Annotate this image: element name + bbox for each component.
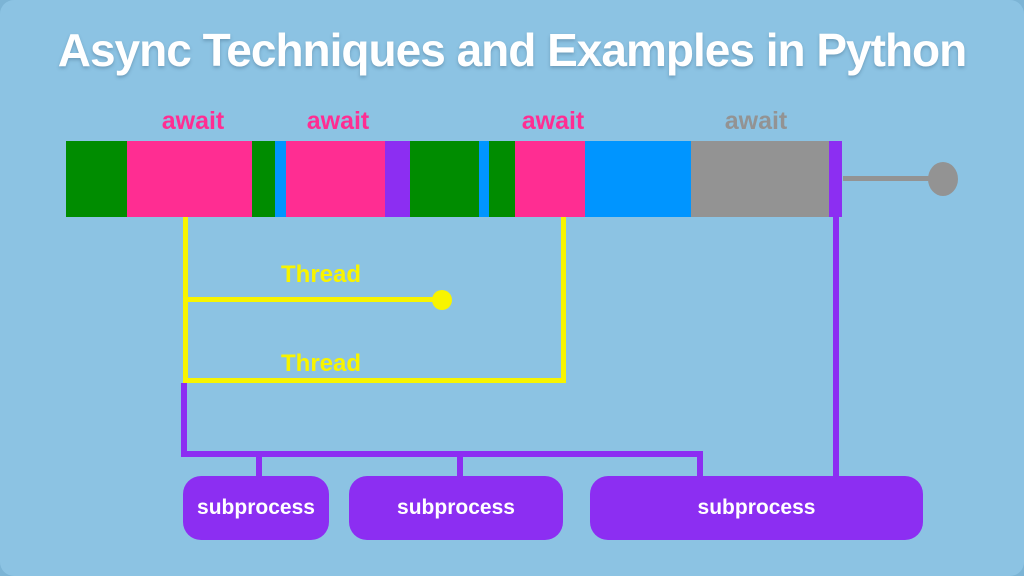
timeline-segment-green xyxy=(489,141,515,217)
subprocess-label: subprocess xyxy=(697,496,816,519)
subprocess-connector-horizontal xyxy=(181,451,703,457)
thread2-return-vertical-line xyxy=(561,217,566,383)
timeline-segment-pink xyxy=(286,141,385,217)
timeline-segment-gray xyxy=(691,141,829,217)
execution-timeline-bar xyxy=(66,141,842,217)
timeline-segment-blue xyxy=(585,141,691,217)
timeline-segment-blue xyxy=(479,141,489,217)
subprocess-box: subprocess xyxy=(349,476,563,540)
timeline-segment-purple xyxy=(829,141,842,217)
timeline-segment-pink xyxy=(515,141,585,217)
thread1-end-dot xyxy=(432,290,452,310)
timeline-segment-blue xyxy=(275,141,286,217)
subprocess-label: subprocess xyxy=(397,496,515,519)
thread2-label: Thread xyxy=(280,350,362,377)
thread2-line xyxy=(183,378,566,383)
thread1-label: Thread xyxy=(280,261,362,288)
subprocess-connector-vertical xyxy=(181,383,187,457)
await-label: await xyxy=(161,107,225,135)
timeline-segment-purple xyxy=(385,141,410,217)
subprocess1-connector-stub xyxy=(256,457,262,477)
await-label: await xyxy=(521,107,585,135)
timeline-segment-pink xyxy=(127,141,252,217)
timeline-segment-green xyxy=(66,141,127,217)
subprocess2-connector-stub xyxy=(457,457,463,477)
subprocess-box: subprocess xyxy=(590,476,923,540)
await-label: await xyxy=(724,107,788,135)
main-thread-end-dot xyxy=(928,162,958,196)
subprocess-box: subprocess xyxy=(183,476,329,540)
subprocess3-connector-stub xyxy=(697,451,703,477)
timeline-segment-green xyxy=(410,141,479,217)
thread1-line xyxy=(183,297,440,302)
subprocess-connector-from-bar xyxy=(833,217,839,477)
subprocess-label: subprocess xyxy=(197,496,315,519)
timeline-segment-green xyxy=(252,141,275,217)
slide-title: Async Techniques and Examples in Python xyxy=(57,24,968,76)
main-thread-line xyxy=(843,176,933,181)
await-label: await xyxy=(306,107,370,135)
